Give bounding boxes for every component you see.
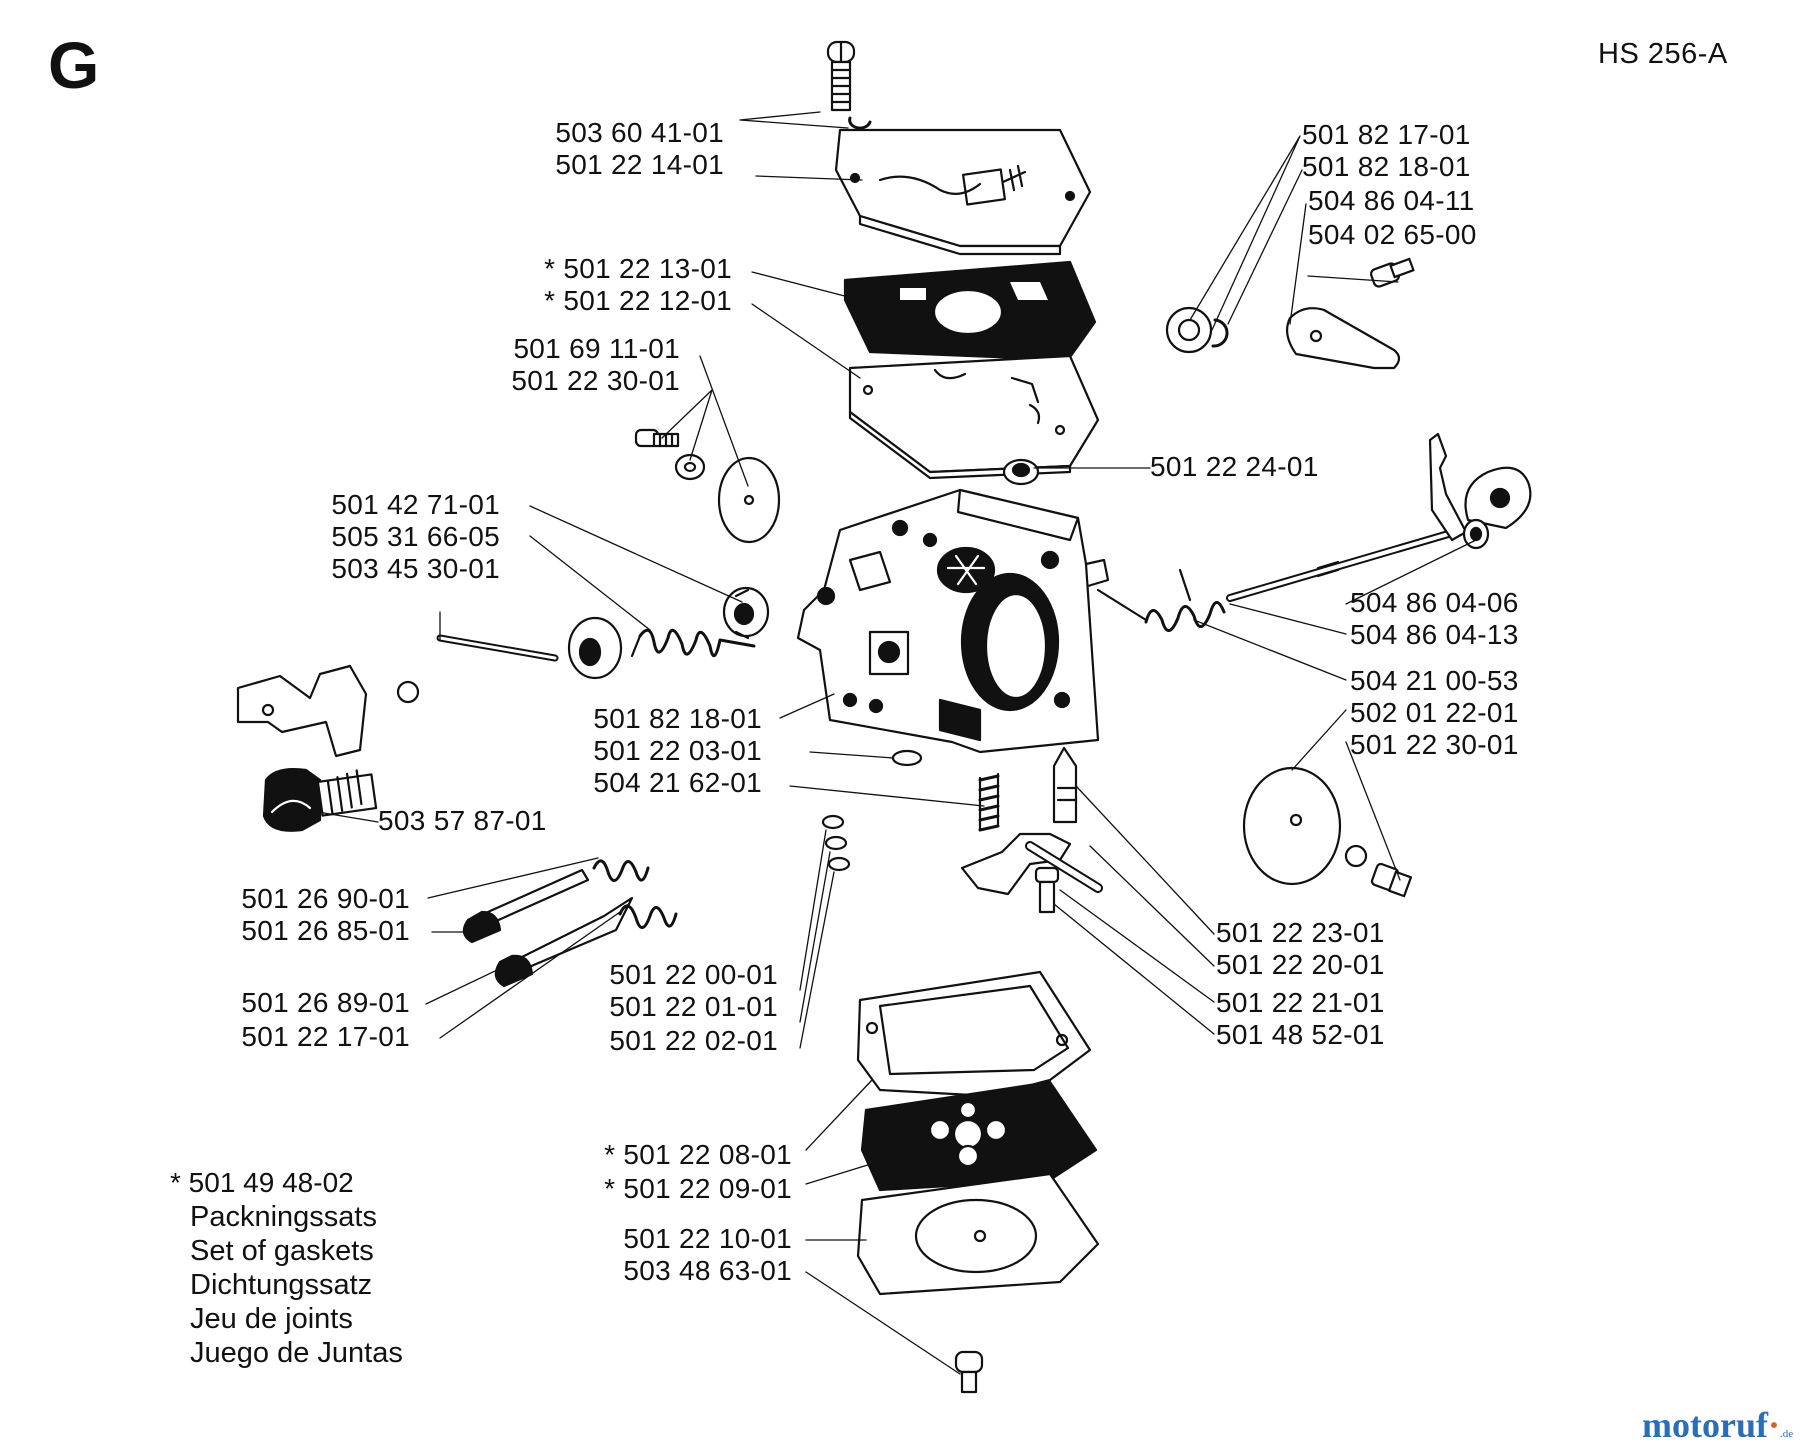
site-watermark-logo: motoruf·.de	[1642, 1405, 1794, 1445]
part-label: 503 57 87-01	[378, 805, 547, 836]
part-label: 501 22 01-01	[609, 991, 778, 1022]
part-label: 501 22 30-01	[511, 365, 680, 396]
part-label: 501 22 00-01	[609, 959, 778, 990]
section-letter: G	[48, 28, 100, 102]
part-label: 501 69 11-01	[513, 333, 680, 364]
part-label: 504 02 65-00	[1308, 219, 1477, 250]
bottom-gasket-icon	[856, 970, 1092, 1098]
leader-lines	[305, 111, 1477, 1375]
part-label: 503 45 30-01	[331, 553, 500, 584]
part-label: 501 22 03-01	[593, 735, 762, 766]
top-screw-icon	[826, 40, 872, 130]
gasket-kit-name: Dichtungssatz	[190, 1269, 373, 1301]
lever-pin-screw-icon	[1034, 866, 1060, 914]
part-label: 504 86 04-11	[1308, 185, 1475, 216]
disc-screw-icon	[1370, 862, 1413, 898]
part-label: * 501 22 13-01	[544, 253, 732, 284]
part-label: 501 22 02-01	[609, 1025, 778, 1056]
metering-diaphragm-icon	[860, 1080, 1098, 1192]
part-label: 501 22 23-01	[1216, 917, 1385, 948]
part-label: 501 82 18-01	[593, 703, 762, 734]
part-label: 501 22 20-01	[1216, 949, 1385, 980]
idle-screw-icon	[262, 768, 378, 832]
part-label: * 501 22 08-01	[604, 1139, 792, 1170]
washer-icon	[674, 453, 706, 481]
metering-cover-icon	[856, 1172, 1100, 1296]
star-washer-icon	[1344, 844, 1368, 868]
inlet-needle-icon	[1052, 746, 1078, 824]
o-ring-icon	[891, 749, 923, 767]
pump-gasket-icon	[843, 260, 1097, 362]
part-label: 501 82 18-01	[1302, 151, 1471, 182]
plug-disc-icon	[717, 456, 781, 544]
part-label: 504 86 04-13	[1350, 619, 1519, 650]
part-label: 501 22 30-01	[1350, 729, 1519, 760]
part-label: 501 22 21-01	[1216, 987, 1385, 1018]
pump-diaphragm-icon	[848, 354, 1100, 480]
gasket-kit-name: Packningssats	[190, 1201, 377, 1233]
drawing-code: HS 256-A	[1598, 38, 1728, 70]
part-label: 505 31 66-05	[331, 521, 500, 552]
low-speed-needle-icon	[494, 896, 678, 988]
part-label: 503 48 63-01	[623, 1255, 792, 1286]
welch-plug-icon	[1242, 766, 1342, 886]
part-label: 501 42 71-01	[331, 489, 500, 520]
part-label: * 501 22 09-01	[604, 1173, 792, 1204]
carburetor-body-icon	[796, 488, 1110, 754]
small-screw-icon	[634, 428, 680, 448]
part-label: 501 22 10-01	[623, 1223, 792, 1254]
gasket-kit-legend: * 501 49 48-02 Packningssats Set of gask…	[170, 1166, 403, 1370]
metering-spring-icon	[978, 772, 1000, 832]
part-label: 501 26 90-01	[241, 883, 410, 914]
bushing-icon	[567, 616, 623, 680]
watermark-text: motoruf	[1642, 1405, 1768, 1445]
pump-cover-icon	[834, 128, 1092, 256]
choke-shaft-icon	[236, 634, 559, 758]
shaft-seal-icon	[722, 586, 770, 640]
metering-lever-icon	[960, 832, 1103, 896]
choke-spring-icon	[630, 628, 756, 658]
part-label: 501 26 85-01	[241, 915, 410, 946]
gasket-kit-part-number: * 501 49 48-02	[170, 1167, 354, 1198]
part-label: 502 01 22-01	[1350, 697, 1519, 728]
gasket-kit-name: Juego de Juntas	[190, 1337, 403, 1369]
part-label: 504 21 00-53	[1350, 665, 1519, 696]
part-label: 501 48 52-01	[1216, 1019, 1385, 1050]
part-label: * 501 22 12-01	[544, 285, 732, 316]
part-label: 503 60 41-01	[555, 117, 724, 148]
e-clip-icon	[1211, 318, 1229, 348]
screen-icon	[821, 814, 845, 830]
throttle-spring-icon	[1096, 568, 1226, 632]
throttle-lever-icon	[1285, 307, 1401, 370]
high-speed-needle-icon	[462, 859, 650, 944]
throttle-shaft-icon	[1226, 432, 1532, 602]
gasket-kit-name: Jeu de joints	[190, 1303, 353, 1335]
gasket-kit-name: Set of gaskets	[190, 1235, 374, 1267]
part-label: 504 86 04-06	[1350, 587, 1519, 618]
part-label: 501 22 14-01	[555, 149, 724, 180]
part-label: 501 22 24-01	[1150, 451, 1319, 482]
part-label: 501 26 89-01	[241, 987, 410, 1018]
part-label: 504 21 62-01	[593, 767, 762, 798]
bottom-screw-icon	[954, 1350, 984, 1394]
lever-screw-icon	[1370, 257, 1415, 288]
part-label: 501 22 17-01	[241, 1021, 410, 1052]
part-label: 501 82 17-01	[1302, 119, 1471, 150]
